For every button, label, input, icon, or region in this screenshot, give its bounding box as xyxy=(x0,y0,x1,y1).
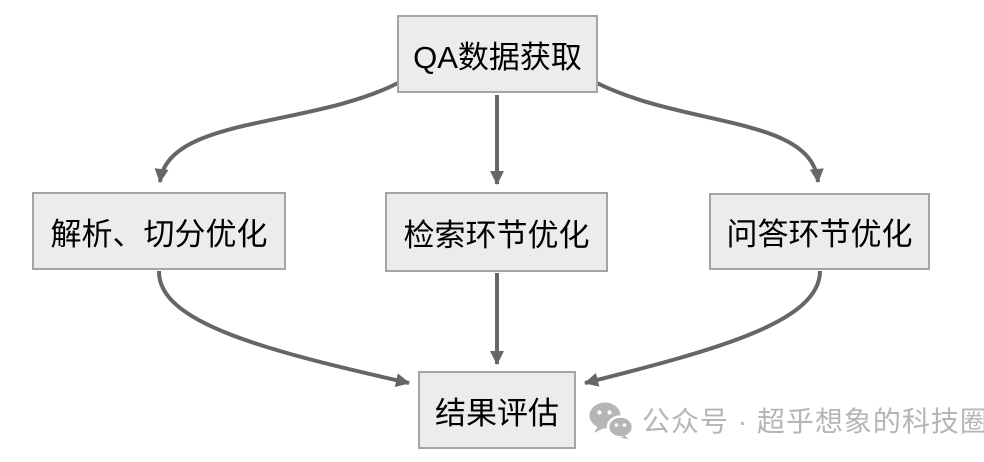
watermark: 公众号 · 超乎想象的科技圈 xyxy=(588,400,984,440)
node-result-evaluation: 结果评估 xyxy=(418,371,576,449)
wechat-icon xyxy=(589,402,633,439)
node-label: QA数据获取 xyxy=(413,39,582,75)
node-parse-split-optimize: 解析、切分优化 xyxy=(32,192,286,270)
node-qa-step-optimize: 问答环节优化 xyxy=(709,193,930,270)
node-label: 解析、切分优化 xyxy=(50,216,268,252)
watermark-text: 公众号 · 超乎想象的科技圈 xyxy=(642,406,984,437)
node-label: 结果评估 xyxy=(435,395,559,431)
node-label: 问答环节优化 xyxy=(726,217,913,252)
arrow-right-to-bottom xyxy=(584,270,822,387)
node-label: 检索环节优化 xyxy=(403,217,590,253)
node-retrieval-optimize: 检索环节优化 xyxy=(385,192,608,272)
arrow-left-to-bottom xyxy=(156,270,410,387)
node-qa-data-acquisition: QA数据获取 xyxy=(397,15,598,93)
arrow-top-to-right xyxy=(596,81,824,183)
arrow-top-to-left xyxy=(154,81,399,183)
